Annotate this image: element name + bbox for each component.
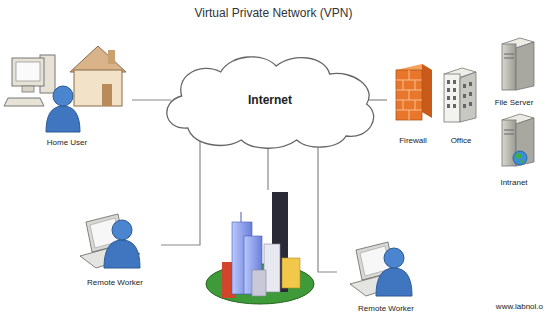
server-icon bbox=[502, 38, 534, 90]
cloud-label: Internet bbox=[157, 93, 383, 107]
computer-icon bbox=[4, 55, 55, 106]
network-link bbox=[369, 100, 387, 101]
house-icon bbox=[70, 46, 126, 106]
node-label: Intranet bbox=[483, 178, 545, 188]
network-link bbox=[132, 100, 171, 101]
node-label: Remote Worker bbox=[69, 278, 161, 288]
network-node: Intranet bbox=[483, 112, 545, 188]
internet-cloud: Internet bbox=[157, 50, 383, 150]
node-label: Office bbox=[435, 136, 487, 146]
network-node: Home User bbox=[2, 42, 132, 148]
network-node: File Server bbox=[483, 34, 545, 108]
node-label: Remote Worker bbox=[337, 304, 435, 314]
network-node: Remote Worker bbox=[337, 238, 435, 314]
person-icon bbox=[46, 86, 80, 132]
network-node: Office bbox=[435, 62, 487, 146]
diagram-title: Virtual Private Network (VPN) bbox=[0, 6, 547, 20]
network-link bbox=[161, 136, 200, 245]
city-buildings bbox=[206, 192, 314, 304]
network-node: Remote Worker bbox=[69, 206, 161, 288]
node-label: Firewall bbox=[387, 136, 439, 146]
laptop-icon bbox=[80, 214, 140, 268]
node-label: File Server bbox=[483, 98, 545, 108]
network-node: Firewall bbox=[387, 62, 439, 146]
laptop-icon bbox=[350, 242, 412, 296]
node-label: Home User bbox=[2, 138, 132, 148]
network-link bbox=[318, 136, 337, 272]
office-building-icon bbox=[444, 68, 476, 122]
firewall-icon bbox=[396, 64, 432, 120]
watermark: www.labnol.o bbox=[496, 302, 543, 312]
intranet-server-icon bbox=[502, 114, 534, 166]
